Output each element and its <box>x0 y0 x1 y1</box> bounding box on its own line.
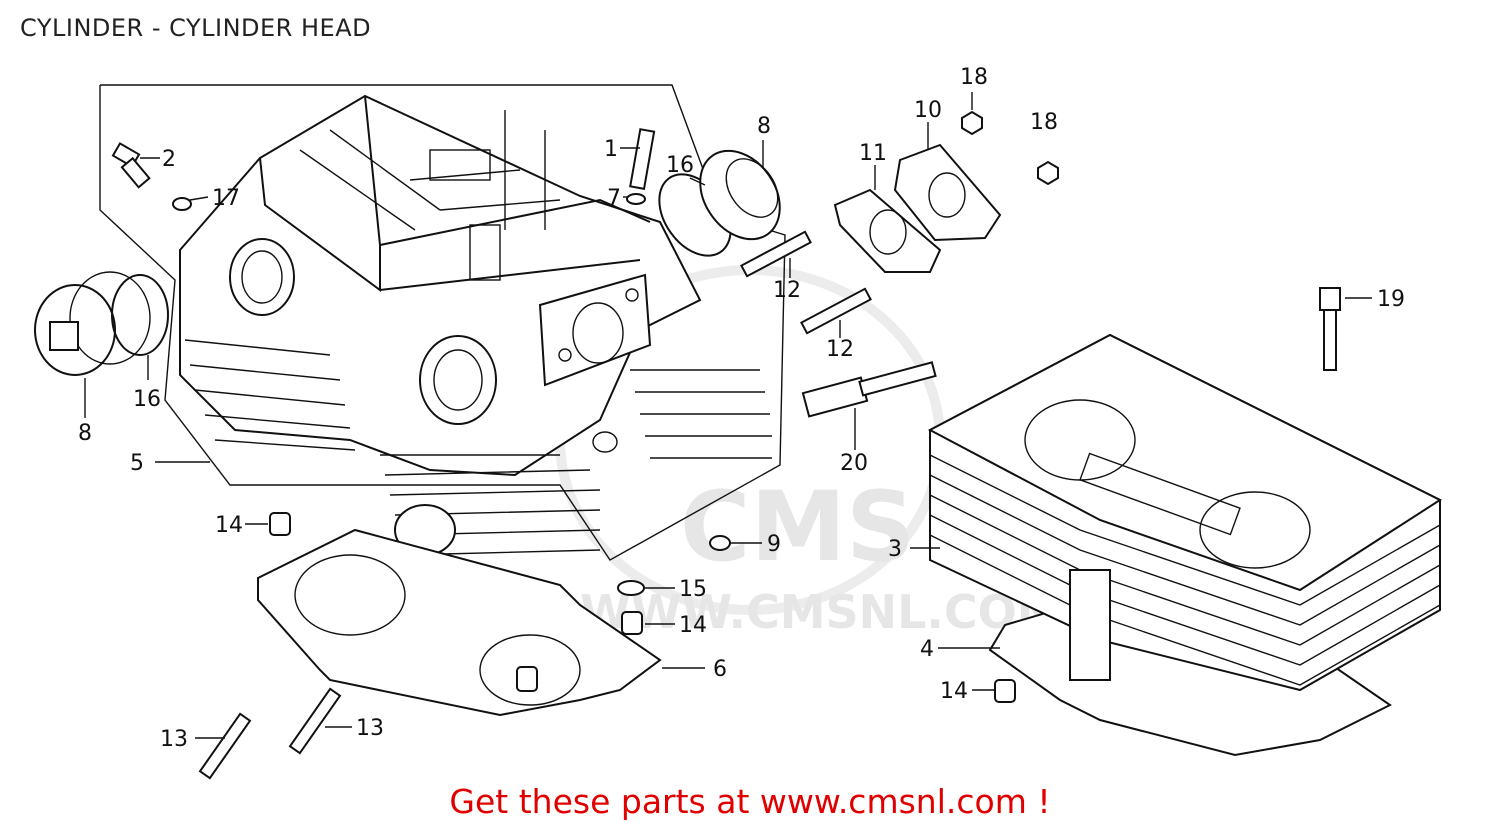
footer-link[interactable]: Get these parts at www.cmsnl.com ! <box>449 782 1051 821</box>
callout-12-upper: 12 <box>773 278 801 303</box>
callout-16-left: 16 <box>133 387 161 412</box>
callout-8-top: 8 <box>757 114 771 139</box>
nut-18b[interactable] <box>1037 160 1059 186</box>
dowel-14c[interactable] <box>994 679 1016 703</box>
callout-18-right: 18 <box>1030 110 1058 135</box>
tappet-cap-right[interactable] <box>645 136 797 269</box>
stud-13b[interactable] <box>288 687 342 755</box>
stud-12b[interactable] <box>800 287 872 335</box>
stud-13a[interactable] <box>198 712 252 780</box>
o-ring-7[interactable] <box>626 193 646 205</box>
callout-1: 1 <box>604 137 618 162</box>
callout-11: 11 <box>859 141 887 166</box>
dowel-14b[interactable] <box>621 611 643 635</box>
callout-17: 17 <box>212 186 240 211</box>
tappet-cap-left[interactable] <box>34 271 151 376</box>
callout-13-left: 13 <box>160 727 188 752</box>
watermark-logo: CMS <box>680 471 915 583</box>
callout-3: 3 <box>888 537 902 562</box>
callout-9: 9 <box>767 532 781 557</box>
callout-2: 2 <box>162 147 176 172</box>
callout-14-right: 14 <box>940 679 968 704</box>
callout-6: 6 <box>713 657 727 682</box>
callout-16-top: 16 <box>666 153 694 178</box>
stud-12a[interactable] <box>740 230 812 278</box>
o-ring-17[interactable] <box>172 197 192 211</box>
guide-1[interactable] <box>629 128 656 190</box>
head-gasket-6[interactable] <box>257 528 662 717</box>
page-title: CYLINDER - CYLINDER HEAD <box>20 14 372 42</box>
washer-9[interactable] <box>709 535 731 551</box>
dowel-14a[interactable] <box>269 512 291 536</box>
callout-18-top: 18 <box>960 65 988 90</box>
bolt-2[interactable] <box>111 142 151 189</box>
callout-13-right: 13 <box>356 716 384 741</box>
o-ring-16-left[interactable] <box>111 274 169 356</box>
watermark-url: WWW.CMSNL.COM <box>580 585 1063 639</box>
callout-8-left: 8 <box>78 421 92 446</box>
bolt-19[interactable] <box>1319 287 1341 371</box>
callout-7: 7 <box>607 186 621 211</box>
callout-15: 15 <box>679 577 707 602</box>
cylinder-block[interactable] <box>927 333 1443 757</box>
insulator-10[interactable] <box>893 143 1002 242</box>
callout-20: 20 <box>840 451 868 476</box>
callout-19: 19 <box>1377 287 1405 312</box>
callout-14-mid: 14 <box>679 613 707 638</box>
callout-10: 10 <box>914 98 942 123</box>
callout-4: 4 <box>920 637 934 662</box>
callout-14-left: 14 <box>215 513 243 538</box>
spark-plug-20[interactable] <box>801 361 937 418</box>
o-ring-15[interactable] <box>617 580 645 596</box>
callout-5: 5 <box>130 451 144 476</box>
callout-12-lower: 12 <box>826 337 854 362</box>
nut-18a[interactable] <box>961 110 983 136</box>
leader-lines <box>84 92 1372 739</box>
gasket-11[interactable] <box>833 188 942 273</box>
